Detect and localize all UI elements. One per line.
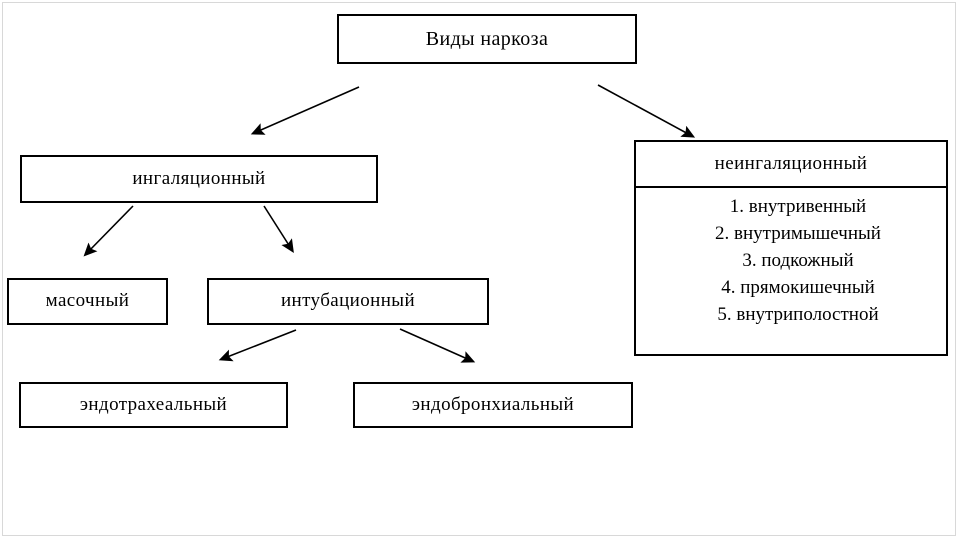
- arrow-inhalation-to-intubation: [263, 205, 294, 253]
- node-endobronchial: эндобронхиальный: [353, 382, 633, 428]
- list-item: прямокишечный: [740, 276, 875, 298]
- arrow-inhalation-to-mask: [83, 205, 134, 257]
- node-inhalational-label: ингаляционный: [132, 167, 266, 189]
- node-inhalational: ингаляционный: [20, 155, 378, 203]
- list-item: внутриполостной: [736, 303, 879, 325]
- list-item: подкожный: [761, 249, 854, 271]
- node-noninhalational-header: неингаляционный: [636, 142, 946, 188]
- node-noninhalational-label: неингаляционный: [714, 152, 868, 174]
- node-noninhalational: неингаляционный внутривенный внутримышеч…: [634, 140, 948, 356]
- node-root-anesthesia-types: Виды наркоза: [337, 14, 637, 64]
- node-endotracheal-label: эндотрахеальный: [79, 393, 228, 415]
- node-mask: масочный: [7, 278, 168, 325]
- arrow-intubation-to-endobronchial: [399, 328, 476, 363]
- node-intubation: интубационный: [207, 278, 489, 325]
- noninhalational-list: внутривенный внутримышечный подкожный пр…: [636, 188, 946, 329]
- node-endotracheal: эндотрахеальный: [19, 382, 288, 428]
- list-item: внутримышечный: [734, 222, 881, 244]
- node-mask-label: масочный: [45, 290, 130, 312]
- list-item: внутривенный: [748, 196, 867, 217]
- node-intubation-label: интубационный: [280, 290, 416, 312]
- arrow-root-to-inhalation: [250, 86, 360, 135]
- arrow-root-to-noninhalation: [597, 84, 696, 138]
- node-endobronchial-label: эндобронхиальный: [411, 393, 575, 415]
- node-root-label: Виды наркоза: [425, 28, 549, 50]
- arrow-intubation-to-endotracheal: [218, 329, 297, 362]
